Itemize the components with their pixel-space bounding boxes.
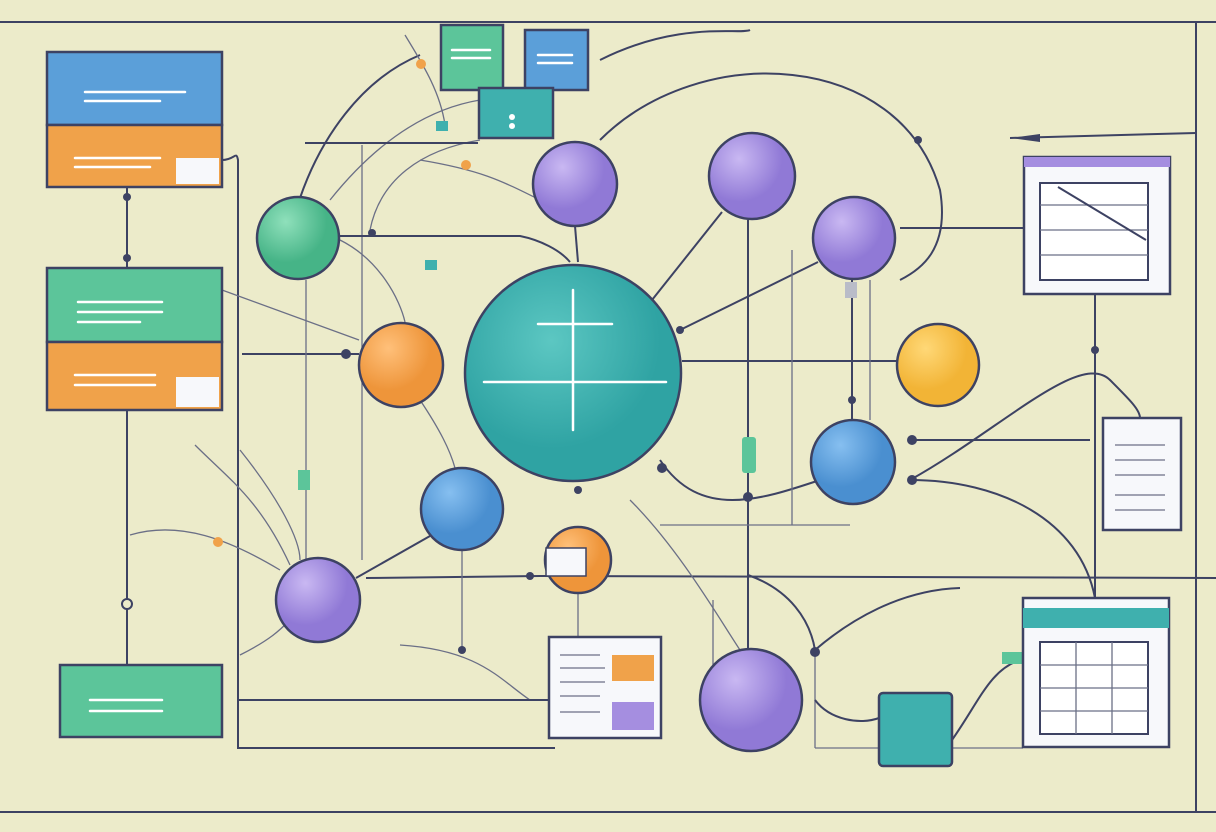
card-green-orange	[45, 266, 224, 412]
connector-nodes	[121, 59, 1099, 664]
card-green-bottom	[58, 663, 224, 739]
top-tiles	[439, 23, 590, 140]
card-blue-orange	[45, 50, 224, 189]
node-purple	[698, 647, 804, 753]
node-orange	[357, 321, 445, 409]
frame-lines	[0, 21, 1216, 813]
node-purple	[707, 131, 797, 221]
teal-tile	[877, 691, 954, 768]
pen-icon	[1010, 134, 1040, 142]
report-document	[547, 635, 663, 740]
connector-lines	[126, 29, 1216, 749]
node-purple	[531, 140, 619, 228]
table-document	[1021, 596, 1171, 749]
circle-nodes	[255, 131, 981, 753]
node-purple	[274, 556, 362, 644]
node-blue	[809, 418, 897, 506]
node-green	[255, 195, 341, 281]
node-blue	[419, 466, 505, 552]
node-purple	[811, 195, 897, 281]
node-yellow	[895, 322, 981, 408]
window-chart-document	[1022, 155, 1172, 296]
text-document	[1101, 416, 1183, 532]
